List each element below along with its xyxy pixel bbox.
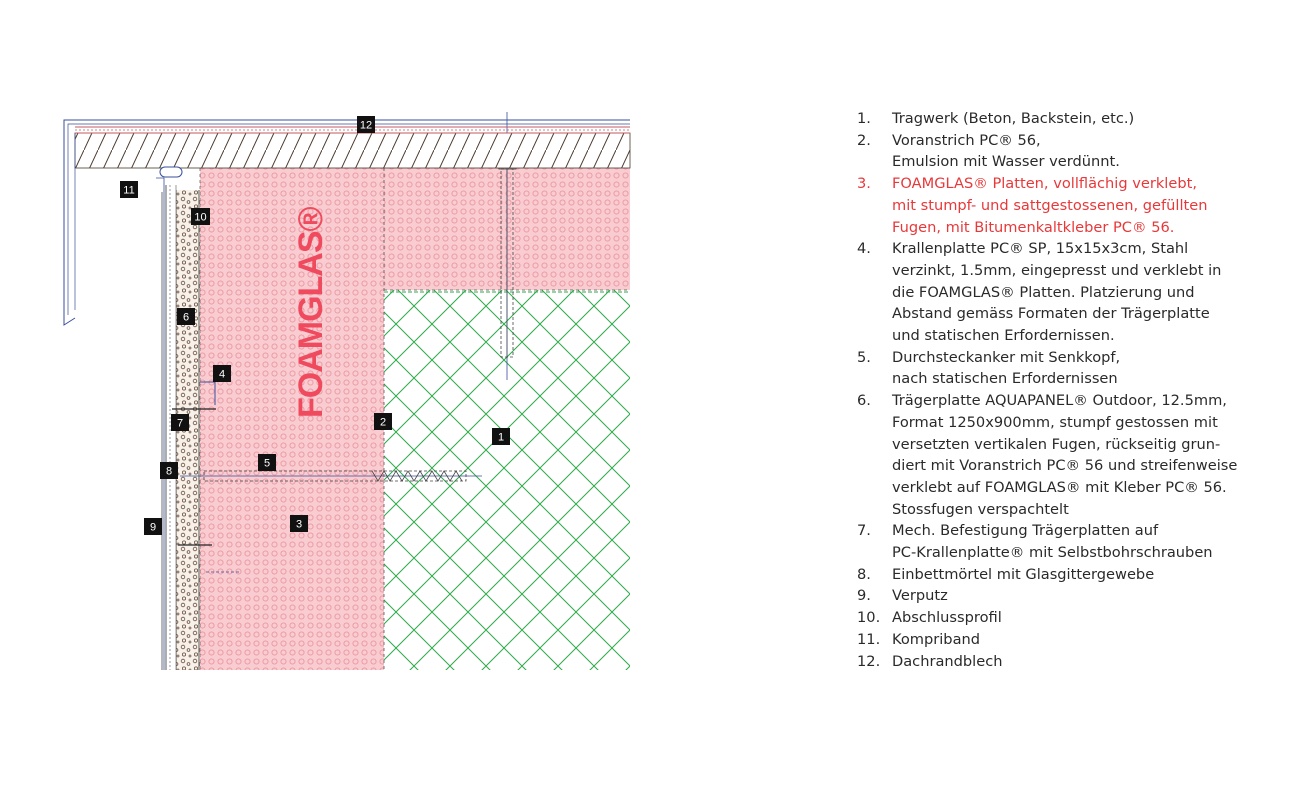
legend-item-text: Verputz bbox=[892, 585, 1277, 607]
legend-item-text: Einbettmörtel mit Glasgittergewebe bbox=[892, 564, 1277, 586]
legend-item-line: und statischen Erfordernissen. bbox=[892, 327, 1115, 345]
callout-5: 5 bbox=[258, 454, 276, 471]
callout-1: 1 bbox=[492, 428, 510, 445]
legend-item-number: 3. bbox=[857, 175, 871, 193]
legend-item: 1. Tragwerk (Beton, Backstein, etc.) bbox=[857, 108, 1277, 130]
legend-item-line: mit stumpf- und sattgestossenen, gefüllt… bbox=[892, 196, 1208, 214]
legend-item: 8. Einbettmörtel mit Glasgittergewebe bbox=[857, 564, 1277, 586]
compression-tape bbox=[156, 166, 183, 670]
legend-item-line: Kompriband bbox=[892, 630, 981, 648]
svg-text:4: 4 bbox=[219, 369, 225, 381]
svg-text:10: 10 bbox=[194, 212, 206, 224]
legend-item-line: nach statischen Erfordernissen bbox=[892, 370, 1118, 388]
svg-text:5: 5 bbox=[264, 458, 270, 470]
svg-text:6: 6 bbox=[183, 312, 189, 324]
legend-item-number: 11. bbox=[857, 630, 881, 648]
legend-item-line: FOAMGLAS® Platten, vollflächig verklebt, bbox=[892, 175, 1197, 193]
legend-item-text: Krallenplatte PC® SP, 15x15x3cm, Stahl ve… bbox=[892, 238, 1277, 347]
svg-text:3: 3 bbox=[296, 519, 302, 531]
callout-4: 4 bbox=[213, 365, 231, 382]
legend-item-number: 1. bbox=[857, 110, 871, 127]
legend-item-line: Abschlussprofil bbox=[892, 609, 1002, 627]
svg-text:2: 2 bbox=[380, 417, 386, 429]
legend-item-line: versetzten vertikalen Fugen, rückseitig … bbox=[892, 435, 1221, 453]
legend-item-number: 12. bbox=[857, 652, 881, 670]
legend-item-line: Voranstrich PC® 56, bbox=[892, 131, 1041, 149]
callout-11: 11 bbox=[120, 181, 138, 198]
legend-item-line: PC-Krallenplatte® mit Selbstbohrschraube… bbox=[892, 544, 1213, 562]
legend-item-line: Durchsteckanker mit Senkkopf, bbox=[892, 348, 1121, 366]
legend-item-line: Fugen, mit Bitumenkaltkleber PC® 56. bbox=[892, 218, 1175, 236]
callout-6: 6 bbox=[177, 308, 195, 325]
legend-item-line: Mech. Befestigung Trägerplatten auf bbox=[892, 522, 1159, 540]
legend-item-line: verklebt auf FOAMGLAS® mit Kleber PC® 56… bbox=[892, 478, 1227, 496]
legend-item-line: verzinkt, 1.5mm, eingepresst und verkleb… bbox=[892, 261, 1222, 279]
legend-item-line: Verputz bbox=[892, 587, 948, 605]
legend-item-number: 10. bbox=[857, 609, 881, 627]
legend-item-text: FOAMGLAS® Platten, vollflächig verklebt,… bbox=[892, 173, 1277, 238]
legend-item: 4. Krallenplatte PC® SP, 15x15x3cm, Stahl… bbox=[857, 238, 1277, 347]
svg-text:1: 1 bbox=[498, 432, 504, 444]
legend-item-text: Abschlussprofil bbox=[892, 607, 1277, 629]
svg-text:12: 12 bbox=[360, 120, 372, 132]
legend-item-line: Format 1250x900mm, stumpf gestossen mit bbox=[892, 413, 1218, 431]
legend-item-text: Trägerplatte AQUAPANEL® Outdoor, 12.5mm,… bbox=[892, 390, 1277, 520]
legend-item-line: Einbettmörtel mit Glasgittergewebe bbox=[892, 565, 1155, 583]
legend-item-line: Emulsion mit Wasser verdünnt. bbox=[892, 153, 1120, 171]
callout-2: 2 bbox=[374, 413, 392, 430]
legend-item-number: 7. bbox=[857, 522, 871, 540]
svg-text:11: 11 bbox=[123, 185, 134, 197]
foamglas-product-label: FOAMGLAS® bbox=[292, 206, 330, 418]
legend-item: 6. Trägerplatte AQUAPANEL® Outdoor, 12.5m… bbox=[857, 390, 1277, 520]
legend-item-number: 2. bbox=[857, 131, 871, 149]
legend-item-number: 4. bbox=[857, 240, 871, 258]
svg-text:7: 7 bbox=[177, 418, 183, 430]
callout-9: 9 bbox=[144, 518, 162, 535]
legend-item-text: Kompriband bbox=[892, 629, 1277, 651]
legend-item-line: Tragwerk (Beton, Backstein, etc.) bbox=[892, 110, 1135, 127]
legend-item: 5. Durchsteckanker mit Senkkopf, nach stat… bbox=[857, 347, 1277, 390]
legend-item-text: Tragwerk (Beton, Backstein, etc.) bbox=[892, 108, 1277, 130]
callout-12: 12 bbox=[357, 116, 375, 133]
through-anchor bbox=[180, 470, 482, 482]
legend-item: 11. Kompriband bbox=[857, 629, 1277, 651]
legend-item-line: Krallenplatte PC® SP, 15x15x3cm, Stahl bbox=[892, 240, 1189, 258]
legend-item-line: Stossfugen verspachtelt bbox=[892, 500, 1069, 518]
section-detail-diagram: FOAMGLAS® bbox=[63, 112, 631, 670]
legend-item: 2. Voranstrich PC® 56, Emulsion mit Wasser… bbox=[857, 130, 1277, 173]
callout-8: 8 bbox=[160, 462, 178, 479]
legend-list: 1. Tragwerk (Beton, Backstein, etc.) 2. Vor… bbox=[857, 108, 1277, 672]
callout-10: 10 bbox=[191, 208, 210, 225]
svg-text:9: 9 bbox=[150, 522, 156, 534]
legend-item: 3. FOAMGLAS® Platten, vollflächig verkleb… bbox=[857, 173, 1277, 238]
legend-item-line: Trägerplatte AQUAPANEL® Outdoor, 12.5mm, bbox=[892, 392, 1227, 410]
legend-item: 12. Dachrandblech bbox=[857, 651, 1277, 673]
legend-item-number: 5. bbox=[857, 348, 871, 366]
legend-item-text: Dachrandblech bbox=[892, 651, 1277, 673]
legend-item: 9. Verputz bbox=[857, 585, 1277, 607]
legend-item-text: Voranstrich PC® 56, Emulsion mit Wasser v… bbox=[892, 130, 1277, 173]
legend-item: 10. Abschlussprofil bbox=[857, 607, 1277, 629]
legend-item-line: Dachrandblech bbox=[892, 652, 1003, 670]
legend-item-text: Durchsteckanker mit Senkkopf, nach statis… bbox=[892, 347, 1277, 390]
legend-item-line: Abstand gemäss Formaten der Trägerplatte bbox=[892, 305, 1210, 323]
callout-3: 3 bbox=[290, 515, 308, 532]
legend-item-line: die FOAMGLAS® Platten. Platzierung und bbox=[892, 283, 1195, 301]
svg-text:8: 8 bbox=[166, 466, 172, 478]
legend-item-number: 8. bbox=[857, 565, 871, 583]
roof-edge-flashing bbox=[63, 119, 631, 326]
legend-item-number: 6. bbox=[857, 392, 871, 410]
callout-7: 7 bbox=[171, 414, 189, 431]
legend-item-number: 9. bbox=[857, 587, 871, 605]
legend-item-line: diert mit Voranstrich PC® 56 und streife… bbox=[892, 457, 1238, 475]
